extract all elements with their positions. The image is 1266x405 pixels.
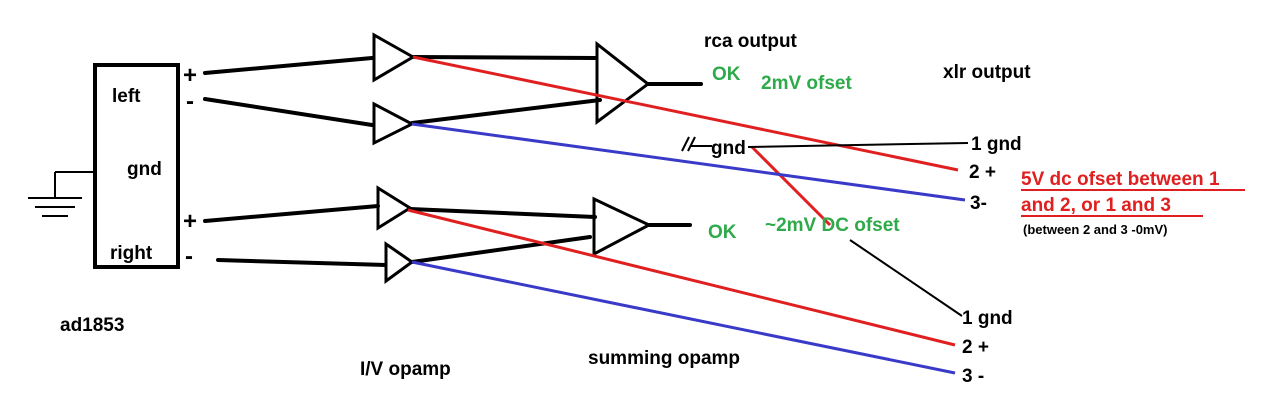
xlr-top-pin1: 1 gnd	[971, 134, 1022, 155]
iv-opamp-left-plus	[372, 32, 417, 83]
chip-name: ad1853	[60, 315, 124, 336]
xlr-bottom-pin3: 3 -	[962, 366, 984, 387]
xlr-bottom-pin1: 1 gnd	[962, 308, 1013, 329]
iv-opamp-right-minus	[384, 241, 415, 284]
rca-output-label: rca output	[704, 31, 798, 52]
iv-opamp-left-minus	[372, 101, 416, 146]
ok-bottom-label: OK	[708, 222, 737, 243]
chip-gnd-label: gnd	[127, 159, 162, 180]
note-line-1: 5V dc ofset between 1	[1021, 169, 1220, 190]
dac-chip-box	[93, 63, 180, 269]
summing-opamp-label: summing opamp	[588, 348, 740, 369]
blue-wires	[411, 122, 966, 375]
iv-opamp-triangles	[372, 32, 417, 284]
note-line-3: (between 2 and 3 -0mV)	[1023, 222, 1167, 237]
chip-right-label: right	[110, 243, 153, 264]
center-gnd-label: gnd	[711, 138, 746, 159]
signal-wires	[203, 55, 703, 267]
iv-opamp-right-plus	[376, 185, 413, 231]
plus-sign-bottom: +	[183, 208, 197, 235]
ok-top-label: OK	[712, 64, 741, 85]
chip-left-label: left	[112, 86, 141, 107]
note-line-2: and 2, or 1 and 3	[1021, 195, 1171, 216]
plus-sign-top: +	[183, 62, 197, 89]
xlr-output-label: xlr output	[943, 62, 1031, 83]
xlr-bottom-pin2: 2 +	[962, 337, 989, 358]
summing-opamp-left	[595, 40, 651, 125]
xlr-top-pin2: 2 +	[969, 162, 996, 183]
minus-sign-top: -	[186, 88, 194, 115]
dc-offset-2mv-label: ~2mV DC ofset	[765, 215, 900, 236]
offset-2mv-label: 2mV ofset	[761, 73, 852, 94]
xlr-top-pin3: 3-	[970, 193, 987, 214]
summing-opamp-right	[592, 196, 653, 257]
red-wires	[407, 55, 959, 347]
iv-opamp-label: I/V opamp	[360, 359, 451, 380]
minus-sign-bottom: -	[185, 243, 193, 270]
summing-opamp-triangles	[592, 40, 653, 257]
ground-wires	[681, 136, 969, 317]
earth-ground-icon	[28, 171, 95, 217]
